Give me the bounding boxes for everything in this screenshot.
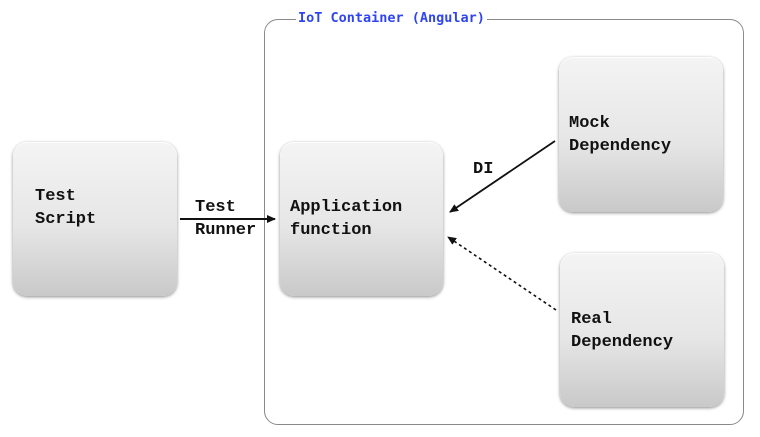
test-script-line-2: Script (35, 210, 97, 229)
application-function-line-1: Application (290, 198, 403, 217)
test-script-label: Test Script (35, 185, 96, 231)
real-dependency-box[interactable] (560, 253, 724, 407)
mock-dependency-box[interactable] (559, 57, 723, 212)
real-dependency-line-1: Real (571, 310, 612, 329)
di-label: DI (473, 160, 494, 179)
real-dependency-label: Real Dependency (571, 308, 673, 354)
mock-dependency-label: Mock Dependency (569, 112, 671, 158)
container-title: IoT Container (Angular) (296, 9, 487, 27)
application-function-label: Application function (290, 196, 402, 242)
test-script-box[interactable] (13, 142, 177, 296)
mock-dependency-line-2: Dependency (569, 137, 672, 156)
test-runner-line-1: Test (195, 198, 236, 217)
test-script-line-1: Test (35, 187, 76, 206)
mock-dependency-line-1: Mock (569, 114, 610, 133)
application-function-line-2: function (290, 221, 372, 240)
test-runner-line-2: Runner (195, 221, 257, 240)
application-function-box[interactable] (280, 142, 443, 296)
iot-container-frame (264, 19, 744, 425)
real-dependency-line-2: Dependency (571, 333, 674, 352)
test-runner-label: Test Runner (195, 196, 256, 242)
